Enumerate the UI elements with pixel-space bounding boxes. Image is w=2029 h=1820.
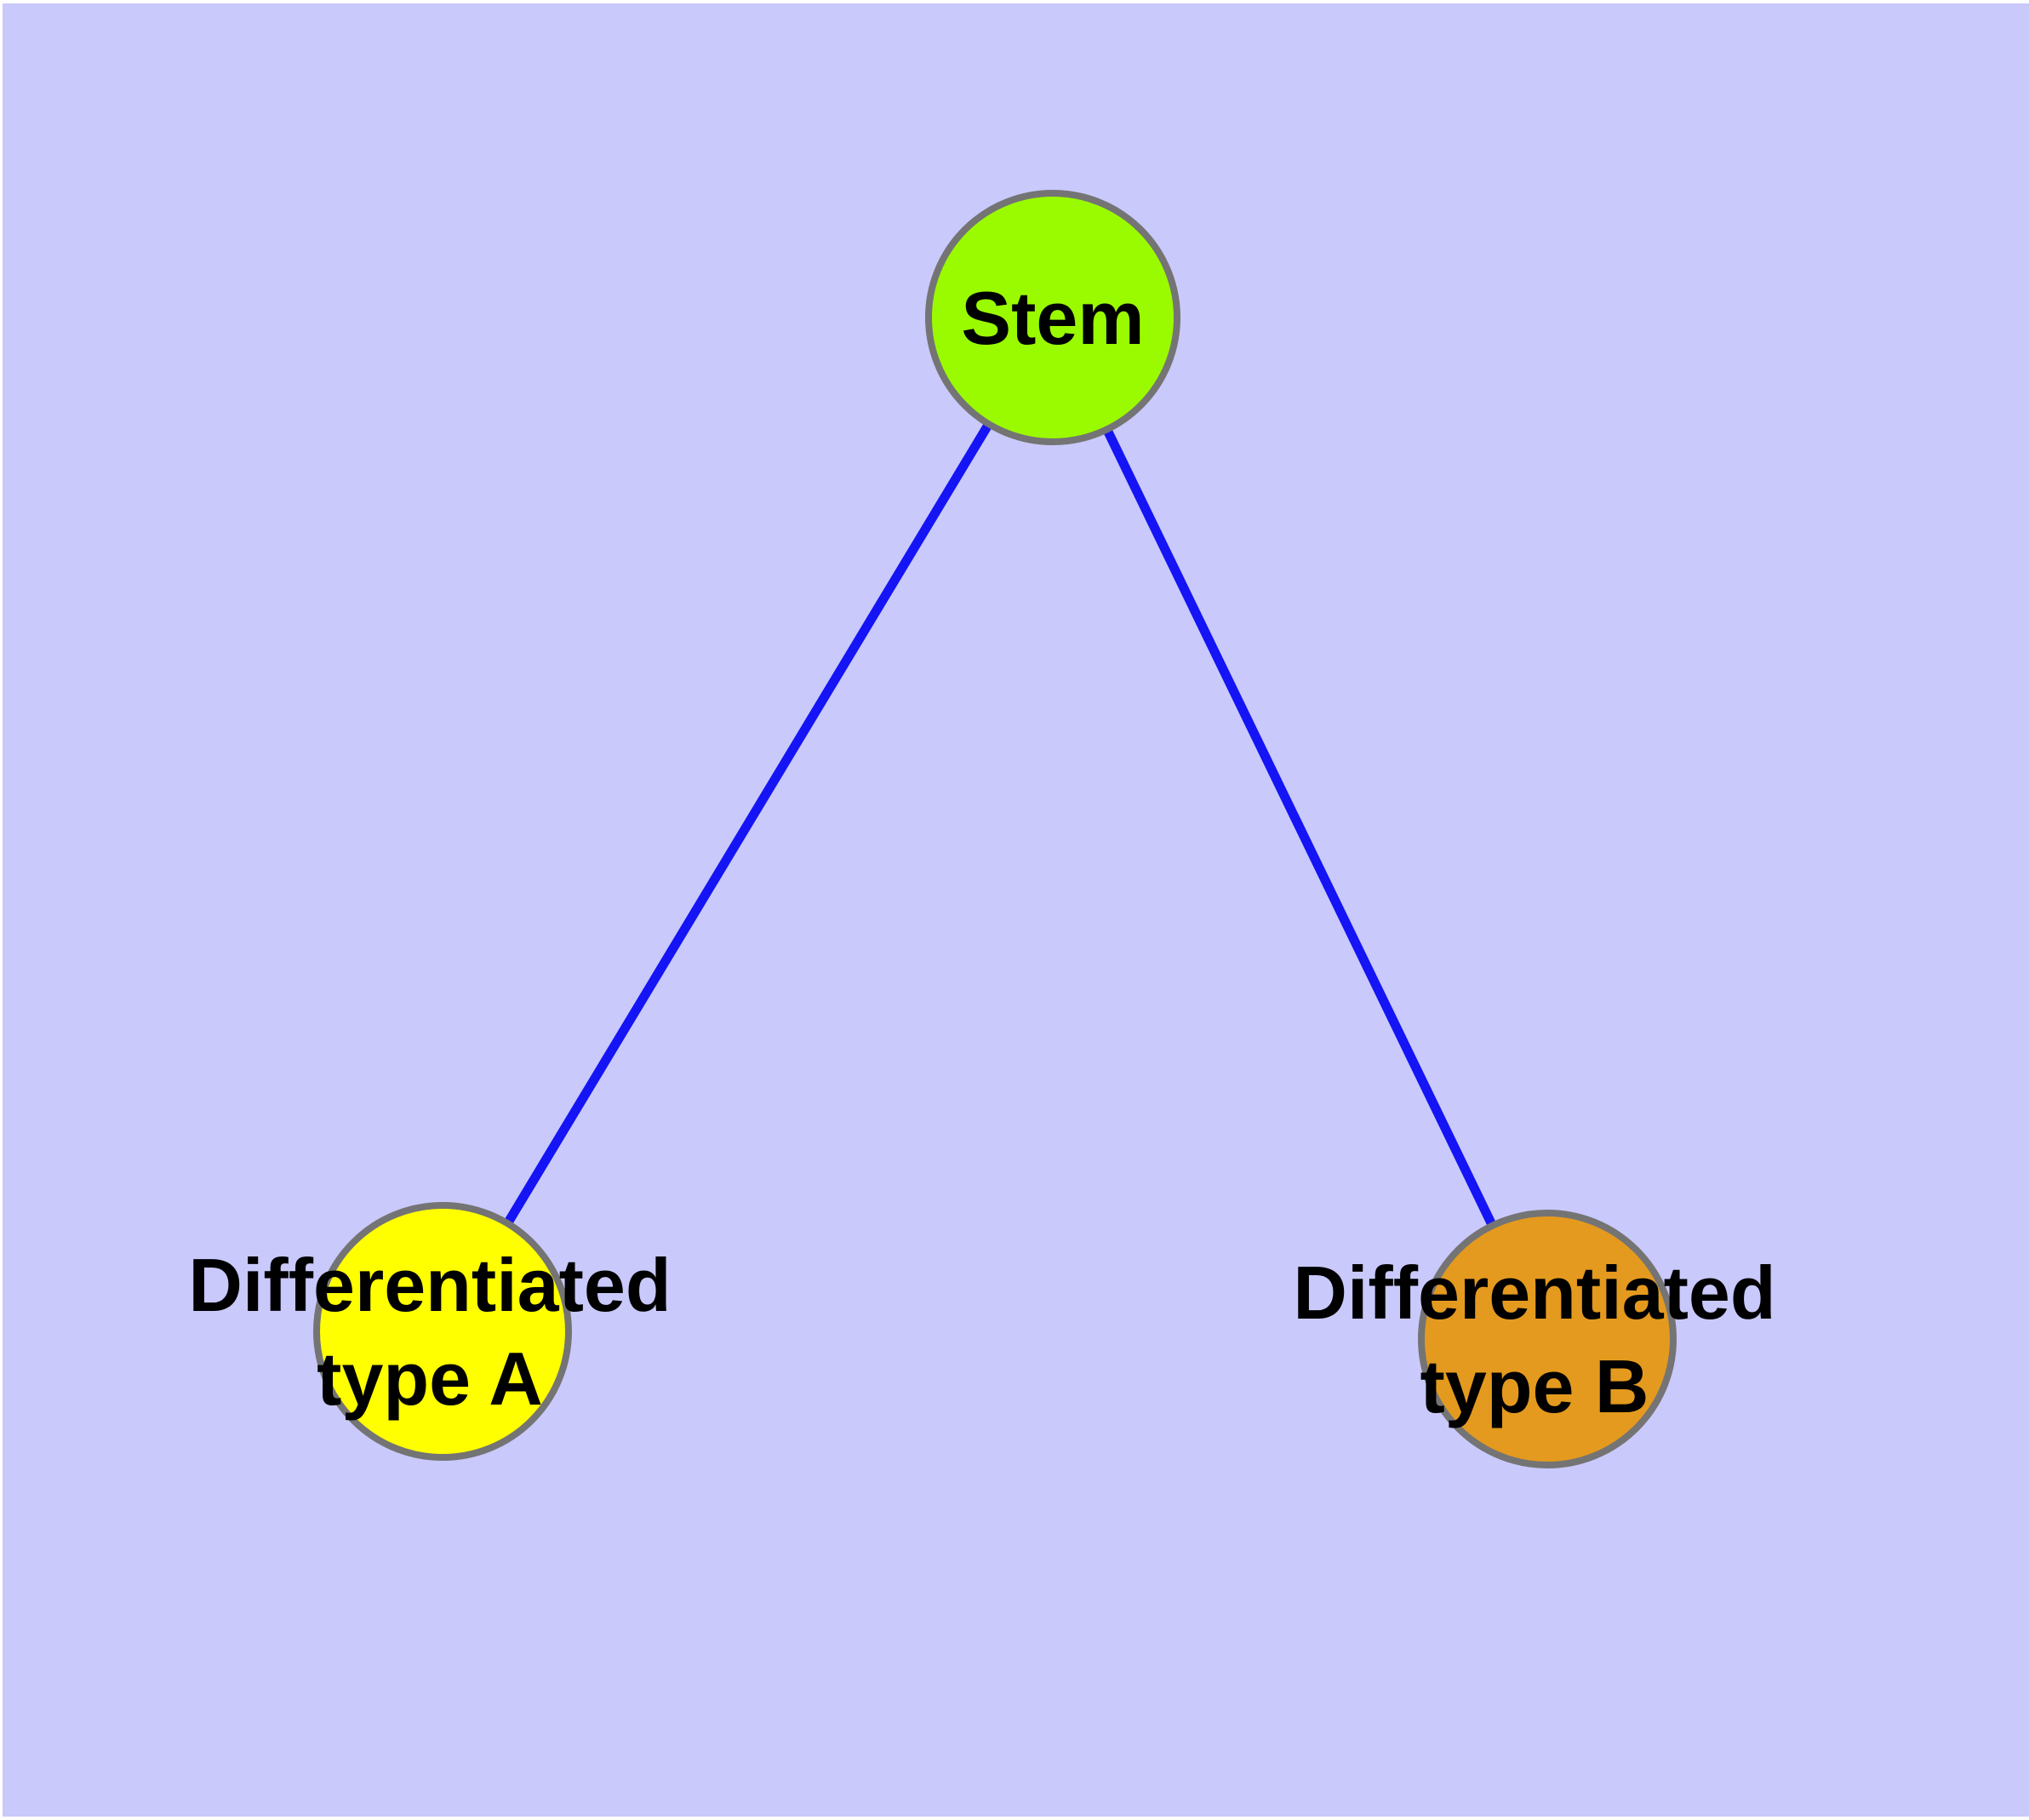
node-label-line: Stem — [961, 276, 1144, 360]
node-label-type-b: Differentiated type B — [1293, 1251, 1775, 1428]
node-label-line: Differentiated — [1293, 1251, 1775, 1335]
node-label-line: Differentiated — [188, 1243, 671, 1327]
node-label-line: type B — [1420, 1344, 1649, 1428]
nodes-layer — [313, 190, 1677, 1468]
node-type-b — [1418, 1210, 1677, 1468]
node-type-a — [313, 1202, 572, 1461]
edges-layer — [438, 315, 1552, 1342]
node-label-line: type A — [317, 1336, 543, 1421]
edge-stem-to-type-a — [438, 315, 1057, 1334]
node-stem — [925, 190, 1180, 445]
edge-stem-to-type-b — [1049, 315, 1552, 1342]
node-label-stem: Stem — [961, 276, 1144, 360]
node-label-type-a: Differentiated type A — [188, 1243, 671, 1421]
